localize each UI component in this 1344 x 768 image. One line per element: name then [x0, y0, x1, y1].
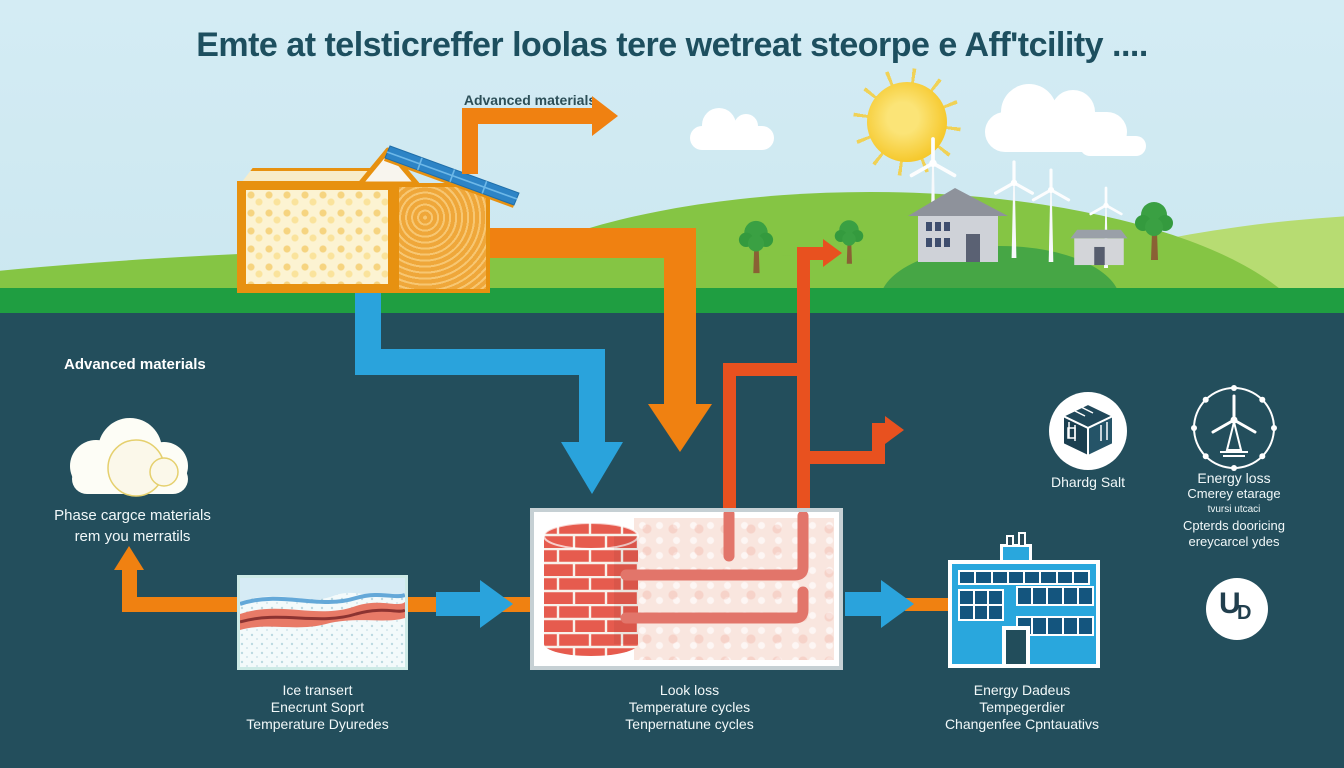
heat-store-caption: Look loss Temperature cycles Tenpernatun…: [582, 682, 797, 733]
chimney-icon: [1006, 535, 1014, 547]
heat-store-line3: Tenpernatune cycles: [625, 716, 754, 732]
blue-flow-arrow: [579, 349, 605, 444]
advanced-materials-top-label: Advanced materials: [463, 92, 597, 108]
ice-store-line1: Ice transert: [282, 682, 353, 698]
network-line3: tvursi utcaci: [1207, 504, 1261, 515]
tree-icon: [834, 220, 864, 264]
red-flow-line: [872, 423, 885, 464]
network-caption: Energy loss Cmerey etarage tvursi utcaci…: [1156, 470, 1312, 550]
energy-use-line3: Changenfee Cpntauativs: [944, 716, 1100, 732]
orange-flow-arrow: [487, 228, 696, 258]
phase-change-cloud-icon: [70, 418, 188, 497]
orange-arrowhead-down-icon: [648, 404, 712, 452]
building-window-row: [1016, 586, 1094, 606]
phase-change-line1: Phase cargce materials: [54, 507, 211, 524]
orange-arrowhead-up-icon: [114, 546, 144, 570]
phase-change-label: Phase cargce materials rem you merratils: [25, 505, 240, 547]
blue-flow-arrow: [355, 349, 605, 375]
monogram-d: D: [1237, 602, 1252, 624]
red-flow-line: [797, 247, 810, 518]
red-flow-line: [723, 363, 736, 518]
cloud-icon: [1080, 122, 1146, 156]
energy-use-line1: Energy Dadeus: [973, 682, 1071, 698]
tree-icon: [738, 220, 774, 274]
turbine-network-icon: [1191, 385, 1277, 471]
house-body: [395, 183, 490, 293]
red-flow-line: [797, 247, 823, 260]
blue-arrowhead-right-icon: [480, 580, 513, 628]
orange-link-line: [122, 597, 240, 612]
wind-turbine-icon: [994, 160, 1034, 258]
building-door: [1002, 626, 1030, 664]
energy-use-line2: Tempegerdier: [979, 699, 1065, 715]
ice-store-caption: Ice transert Enecrunt Soprt Temperature …: [210, 682, 425, 733]
network-line1: Energy loss: [1197, 470, 1271, 486]
tree-icon: [1135, 202, 1173, 260]
phase-change-line2: rem you merratils: [74, 528, 191, 545]
advanced-materials-arrow: [462, 108, 592, 124]
solar-roof-icon: [357, 145, 520, 208]
blue-arrowhead-right-icon: [881, 580, 914, 628]
salt-icon-label: Dhardg Salt: [1051, 474, 1125, 490]
orange-flow-arrow: [664, 228, 696, 406]
energy-building-icon: [948, 560, 1100, 668]
salt-cube-badge: [1049, 392, 1127, 470]
ice-store-line3: Temperature Dyuredes: [246, 716, 389, 732]
red-arrowhead-right-icon: [823, 239, 842, 267]
red-flow-line: [723, 363, 810, 376]
network-line5: ereycarcel ydes: [1188, 534, 1280, 549]
insulated-house-section: [237, 181, 397, 293]
ice-store-line2: Enecrunt Soprt: [270, 699, 365, 715]
building-window-strip: [958, 570, 1090, 585]
energy-use-caption: Energy Dadeus Tempegerdier Changenfee Cp…: [912, 682, 1132, 733]
brick-cylinder-icon: [543, 522, 639, 656]
wind-turbine-icon: [1031, 168, 1071, 262]
blue-step-arrow: [436, 592, 480, 616]
ice-layers-graphic: [239, 578, 406, 667]
orange-arrowhead-right-icon: [592, 96, 618, 136]
small-house-icon: [1070, 229, 1128, 266]
underground-heading: Advanced materials: [64, 356, 206, 373]
gray-house-icon: [908, 188, 1008, 262]
orange-link-line: [905, 598, 950, 611]
heat-store-line2: Temperature cycles: [628, 699, 751, 715]
cloud-icon: [690, 108, 774, 150]
thermal-store-container: [530, 508, 843, 670]
network-line2: Cmerey etarage: [1187, 486, 1281, 501]
heat-pipes-icon: [620, 512, 809, 624]
advanced-materials-arrow: [462, 108, 478, 174]
red-arrowhead-right-icon: [885, 416, 904, 444]
blue-arrowhead-down-icon: [561, 442, 623, 494]
blue-flow-arrow: [355, 288, 381, 355]
chimney-icon: [1018, 532, 1026, 547]
monogram-u: U: [1219, 587, 1241, 620]
ice-store-icon: [237, 575, 408, 670]
ud-logo-icon: U D: [1206, 578, 1268, 640]
building-window-grid: [958, 589, 1004, 621]
heat-store-line1: Look loss: [659, 682, 720, 698]
red-flow-line: [797, 451, 885, 464]
page-title: Emte at telsticreffer loolas tere wetrea…: [196, 26, 1148, 64]
network-line4: Cpterds dooricing: [1183, 518, 1285, 533]
salt-cube-icon: [1062, 403, 1114, 457]
blue-step-arrow: [845, 592, 881, 616]
